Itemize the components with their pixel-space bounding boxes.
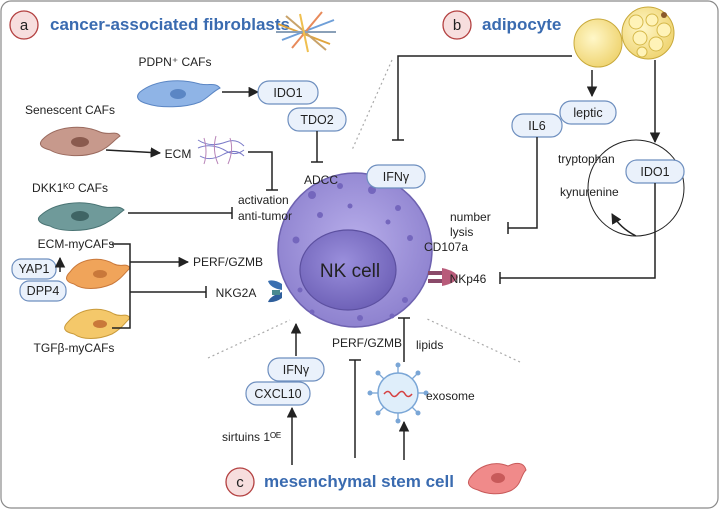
section-b-title: adipocyte [482, 15, 561, 34]
lysis-label: lysis [450, 225, 473, 239]
leptic-label: leptic [573, 106, 602, 120]
adipocyte-icon [573, 6, 675, 68]
adcc-label: ADCC [304, 173, 338, 187]
fibroblast-mesh-icon [276, 11, 336, 53]
cxcl10-pill [245, 381, 311, 406]
section-a-letter: a [20, 17, 29, 34]
nk-cell: NK cell [277, 172, 433, 328]
ecm-mycafs-label: ECM-myCAFs [38, 237, 115, 251]
dpp4-pill [19, 280, 67, 302]
senescent-cafs-label: Senescent CAFs [25, 103, 115, 117]
pdpn-cafs-label: PDPN⁺ CAFs [138, 55, 211, 69]
exosome-label: exosome [426, 389, 475, 403]
section-a-title: cancer-associated fibroblasts [50, 15, 290, 34]
kynurenine-label: kynurenine [560, 185, 619, 199]
mycafs-bracket [112, 243, 131, 329]
section-a-header: a cancer-associated fibroblasts [9, 10, 290, 40]
dkk1-ko-cafs-label: DKK1ᴷᴼ CAFs [32, 181, 108, 195]
cxcl10-label: CXCL10 [254, 387, 301, 401]
ido1-b-label: IDO1 [640, 165, 669, 179]
section-c-header: c mesenchymal stem cell [225, 467, 454, 497]
nk-granules [292, 183, 413, 321]
kynurenine-arrow [611, 213, 637, 237]
section-c-title: mesenchymal stem cell [264, 472, 454, 491]
section-b-letter: b [453, 17, 461, 34]
exosome-icon [367, 362, 429, 424]
tgfb-mycafs-label: TGFβ-myCAFs [34, 341, 115, 355]
adipocyte-inhibit-ifng-line [397, 55, 572, 140]
senescent-to-ecm-arrow [105, 147, 162, 158]
nkg2a-label: NKG2A [216, 286, 257, 300]
ifng-bottom-pill [267, 357, 325, 382]
lipids-label: lipids [416, 338, 443, 352]
il6-inhibit-line [508, 137, 538, 229]
ecm-label: ECM [165, 147, 192, 161]
section-c-letter: c [236, 474, 244, 491]
yap1-label: YAP1 [18, 262, 49, 276]
il6-label: IL6 [528, 119, 545, 133]
sirtuins-label: sirtuins 1ᴼᴱ [222, 430, 281, 444]
ecm-mesh-icon [197, 135, 245, 165]
yap1-pill [11, 258, 57, 280]
ido1-a-pill [257, 80, 319, 105]
ifng-top-pill [366, 164, 426, 189]
number-label: number [450, 210, 491, 224]
perf-gzmb-bottom-label: PERF/GZMB [332, 336, 402, 350]
ifng-top-label: IFNγ [383, 170, 410, 184]
divider-lines [207, 59, 521, 363]
ido1-a-label: IDO1 [273, 86, 302, 100]
anti-tumor-label: anti-tumor [238, 209, 292, 223]
perf-gzmb-left-label: PERF/GZMB [193, 255, 263, 269]
ido1-inhibit-nkp46-line [500, 183, 656, 279]
nkp46-receptor-icon [428, 268, 458, 286]
nkg2a-receptor-icon [268, 280, 282, 303]
ifng-bottom-label: IFNγ [283, 363, 310, 377]
cd107a-label: CD107a [424, 240, 468, 254]
nkp46-label: NKp46 [450, 272, 487, 286]
nk-cell-label: NK cell [320, 261, 380, 282]
activation-label: activation [238, 193, 289, 207]
tdo2-label: TDO2 [300, 113, 333, 127]
dpp4-label: DPP4 [27, 284, 60, 298]
section-b-header: b adipocyte [442, 10, 561, 40]
ecm-inhibit-line [248, 151, 273, 190]
tryptophan-label: tryptophan [558, 152, 615, 166]
leptic-pill [559, 100, 617, 125]
